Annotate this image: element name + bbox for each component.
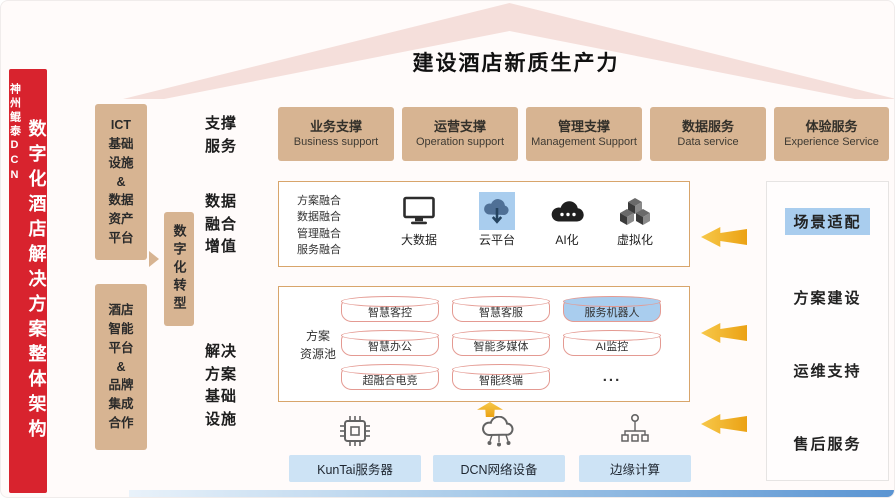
solution-title: 数字化酒店解决方案整体架构	[26, 118, 47, 444]
pool-item-cylinder: 智能终端	[452, 364, 550, 390]
hardware-label-edge: 边缘计算	[579, 455, 691, 482]
platform-box-hotel: 酒店 智能 平台 & 品牌 集成 合作	[95, 284, 147, 450]
page-title: 建设酒店新质生产力	[412, 52, 620, 75]
service-item-build: 方案建设	[793, 290, 862, 307]
hardware-label-dcn: DCN网络设备	[433, 455, 565, 482]
section-label-fusion: 数据 融合 增值	[205, 193, 238, 255]
support-box-zh: 数据服务	[681, 119, 734, 135]
support-box-en: Business support	[293, 135, 379, 148]
fusion-item-virtualization: 虚拟化	[603, 192, 667, 248]
pool-item-label: 智慧客服	[479, 307, 523, 319]
support-box-business: 业务支撑 Business support	[278, 107, 394, 161]
support-box-zh: 管理支撑	[557, 119, 610, 135]
support-box-en: Operation support	[415, 135, 505, 148]
fusion-item-cloud: 云平台	[465, 192, 529, 248]
up-arrow	[477, 402, 503, 417]
pool-item-label: 智能多媒体	[473, 341, 529, 353]
service-item-ops: 运维支持	[793, 363, 862, 380]
support-box-en: Management Support	[531, 135, 637, 148]
pool-item-label: 智慧客控	[368, 307, 412, 319]
support-box-zh: 业务支撑	[309, 119, 362, 135]
pool-item-label: 服务机器人	[584, 307, 640, 319]
support-box-zh: 体验服务	[805, 119, 858, 135]
fusion-item-ai: AI化	[535, 192, 599, 248]
service-panel: 场景适配 方案建设 运维支持 售后服务	[766, 181, 889, 481]
support-box-management: 管理支撑 Management Support	[526, 107, 642, 161]
monitor-icon	[403, 192, 435, 230]
left-arrow	[701, 323, 747, 343]
infra-section-box: 方案 资源池 智慧客控 智慧客服 服务机器人 智慧办公 智能多媒体 AI监控 超…	[278, 286, 690, 402]
pool-item-label: 智能终端	[479, 375, 523, 387]
service-item-scene: 场景适配	[785, 208, 870, 235]
support-box-operation: 运营支撑 Operation support	[402, 107, 518, 161]
ai-cloud-icon	[550, 192, 584, 230]
pool-item-label: 超融合电竞	[362, 375, 418, 387]
pool-item-label: 智慧办公	[368, 341, 412, 353]
pool-item-label: AI监控	[595, 341, 629, 353]
pool-label: 方案 资源池	[299, 329, 336, 361]
chip-icon	[337, 412, 373, 450]
fusion-list-item: 数据融合	[297, 211, 341, 224]
section-label-infra: 解决 方案 基础 设施	[205, 343, 238, 428]
fusion-list-item: 服务融合	[297, 243, 341, 256]
support-box-en: Experience Service	[784, 135, 879, 148]
fusion-item-bigdata: 大数据	[387, 192, 451, 248]
bottom-accent-bar	[129, 490, 894, 497]
fusion-list-item: 管理融合	[297, 227, 341, 240]
pool-item-cylinder: 智慧办公	[341, 330, 439, 356]
platform-box-ict: ICT 基础 设施 & 数据 资产 平台	[95, 104, 147, 260]
edge-node-icon	[620, 413, 650, 449]
pool-item-cylinder: 超融合电竞	[341, 364, 439, 390]
support-box-experience: 体验服务 Experience Service	[774, 107, 889, 161]
pool-item-cylinder: 智慧客服	[452, 296, 550, 322]
cloud-network-icon	[478, 416, 520, 448]
fusion-list-item: 方案融合	[297, 195, 341, 207]
fusion-item-label: AI化	[555, 233, 579, 247]
pool-item-cylinder-highlighted: 服务机器人	[563, 296, 661, 322]
cloud-download-icon	[479, 192, 515, 230]
section-label-support: 支撑 服务	[205, 115, 238, 155]
pool-item-cylinder: 智慧客控	[341, 296, 439, 322]
fusion-section-box: 方案融合 数据融合 管理融合 服务融合 大数据	[278, 181, 690, 267]
fusion-item-label: 虚拟化	[616, 233, 653, 247]
cubes-icon	[618, 192, 652, 230]
support-box-en: Data service	[677, 135, 739, 148]
hardware-label-kuntai: KunTai服务器	[289, 455, 421, 482]
pool-item-ellipsis: ...	[602, 368, 622, 385]
fusion-item-label: 大数据	[400, 233, 437, 247]
transform-box: 数字化转型	[164, 212, 194, 326]
fusion-item-label: 云平台	[478, 233, 515, 247]
fusion-list: 方案融合 数据融合 管理融合 服务融合	[297, 193, 341, 258]
brand-title: 神州鲲泰DCN	[8, 83, 21, 184]
support-box-zh: 运营支撑	[433, 119, 486, 135]
pool-item-cylinder: 智能多媒体	[452, 330, 550, 356]
pool-item-cylinder: AI监控	[563, 330, 661, 356]
left-title-bar: 神州鲲泰DCN 数字化酒店解决方案整体架构	[9, 69, 47, 493]
transform-arrow	[149, 251, 159, 267]
support-box-data: 数据服务 Data service	[650, 107, 766, 161]
left-arrow	[701, 414, 747, 434]
service-item-aftersale: 售后服务	[793, 436, 862, 453]
left-arrow	[701, 227, 747, 247]
